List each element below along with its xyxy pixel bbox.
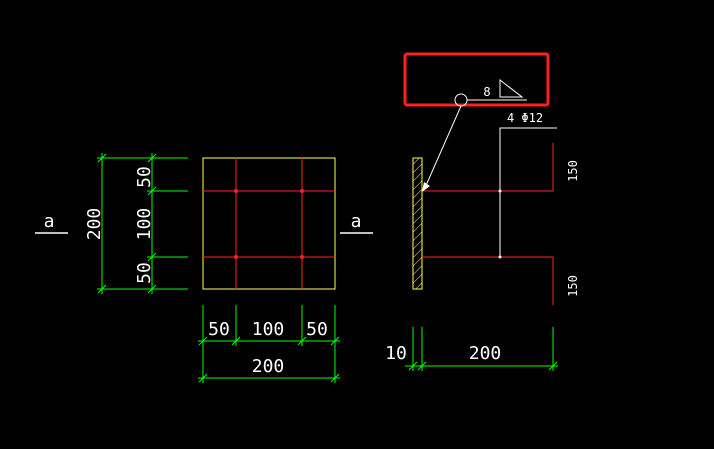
weld-arrow-head-icon <box>422 182 430 192</box>
vertical-dimensions <box>97 153 188 294</box>
rebar-label: 4 Φ12 <box>507 111 543 125</box>
weld-size: 8 <box>483 85 490 99</box>
hdim-left: 50 <box>208 319 230 340</box>
weld-arrow-line <box>423 105 462 191</box>
plate-thickness-dim: 10 <box>385 343 407 364</box>
hdim-mid: 100 <box>252 319 285 340</box>
vdim-bottom: 50 <box>134 262 155 284</box>
plan-view: 50 100 50 200 50 100 50 200 a a <box>35 153 373 383</box>
section-mark-right: a <box>351 211 362 232</box>
hdim-total: 200 <box>252 356 285 377</box>
vdim-total: 200 <box>84 208 105 241</box>
rebar-grid <box>203 158 335 289</box>
fillet-weld-icon <box>499 78 524 98</box>
vdim-top: 50 <box>134 166 155 188</box>
section-mark-left: a <box>44 211 55 232</box>
anchor-bars <box>422 143 554 305</box>
vdim-mid: 100 <box>134 208 155 241</box>
section-dimensions <box>405 327 558 371</box>
plate-outline <box>202 157 336 290</box>
hdim-right: 50 <box>306 319 328 340</box>
bend-top-label: 150 <box>566 160 580 182</box>
anchor-length-dim: 200 <box>469 343 502 364</box>
section-view: 4 Φ12 150 150 8 10 200 <box>385 52 580 371</box>
rebar-leader <box>499 127 557 257</box>
horizontal-dimensions <box>198 305 340 383</box>
bend-bottom-label: 150 <box>566 275 580 297</box>
weld-highlight-box[interactable] <box>403 52 550 107</box>
rebar-nodes <box>234 189 304 259</box>
plate-section <box>412 157 423 290</box>
